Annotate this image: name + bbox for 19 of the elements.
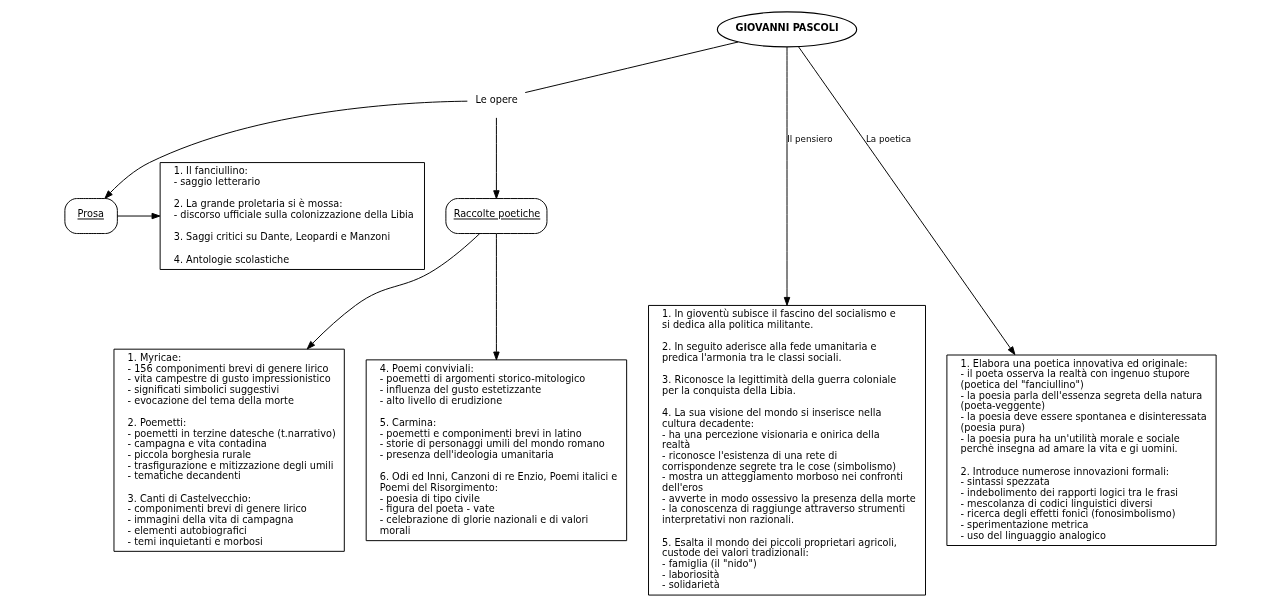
node-box: 1. In gioventù subisce il fascino del socialismo e si dedica alla politica militante. 2. In seguito aderisce alla fede umanitaria e predica l'armonia tra le classi sociali. 3. Riconosce la legittimità della guerra coloniale per la conquista della Libia. 4. La sua visione del mondo si inserisce nella cultura decadente: - ha una percezione visionaria e onirica della realtà - riconosce l'esistenza di una rete di corrispondenze segrete tra le cose (simbolismo) - mostra un atteggiamento morboso nei confronti dell'eros - avverte in modo ossessivo la presenza della morte - la conoscenza di raggiunge attraverso strumenti interpretativi non razionali. 5. Esalta il mondo dei piccoli proprietari agricoli, custode dei valori tradizionali: - famiglia (il "nido") - laboriosità - solidarietà xyxy=(647,304,926,596)
node-box: Prosa xyxy=(63,198,118,234)
node-text: Le opere xyxy=(475,93,518,105)
edge-label: Il pensiero xyxy=(786,134,833,145)
edge-label: La poetica xyxy=(865,134,911,145)
arrow xyxy=(116,212,160,220)
node-box: 1. Myricae: - 156 componimenti brevi di genere lirico - vita campestre di gusto impressionistico - significati simbolici suggestivi - evocazione del tema della morte 2. Poemetti: - poemetti in terzine datesche (t.narrativo) - campagna e vita contadina - piccola borghesia rurale - trasfigurazione e mitizzazione degli umili - tematiche decandenti 3. Canti di Castelvecchio: - componimenti brevi di genere lirico - immagini della vita di campagna - elementi autobiografici - temi inquietanti e morbosi xyxy=(113,348,345,552)
arrow xyxy=(492,117,500,199)
arrow xyxy=(492,233,500,361)
arrow xyxy=(103,100,468,199)
arrow xyxy=(797,46,1015,356)
node-box: 1. Elabora una poetica innovativa ed originale: - il poeta osserva la realtà con ingenuo stupore (poetica del "fanciullino") - la poesia parla dell'essenza segreta della natura (poeta-veggente) - la poesia deve essere spontanea e disinteressata (poesia pura) - la poesia pura ha un'utilità morale e sociale perchè insegna ad amare la vita e gi uomini. 2. Introduce numerose innovazioni formali: - sintassi spezzata - indebolimento dei rapporti logici tra le frasi - mescolanza di codici linguistici diversi - ricerca degli effetti fonici (fonosimbolismo) - sperimentazione metrica - uso del linguaggio analogico xyxy=(945,354,1217,546)
node-box: 4. Poemi conviviali: - poemetti di argomenti storico-mitologico - influenza del gusto estetizzante - alto livello di erudizione 5. Carmina: - poemetti e componimenti brevi in latino - storie di personaggi umili del mondo romano - presenza dell'ideologia umanitaria 6. Odi ed Inni, Canzoni di re Enzio, Poemi italici e Poemi del Risorgimento: - poesia di tipo civile - figura del poeta - vate - celebrazione di glorie nazionali e di valori morali xyxy=(365,359,627,542)
connector xyxy=(524,41,739,94)
arrow xyxy=(306,233,480,350)
arrow xyxy=(783,46,790,306)
node-ellipse: GIOVANNI PASCOLI xyxy=(716,11,857,48)
node-box: 1. Il fanciullino: - saggio letterario 2. La grande proletaria si è mossa: - discorso ufficiale sulla colonizzazione della Libia 3. Saggi critici su Dante, Leopardi e Manzoni 4. Antologie scolastiche xyxy=(159,162,425,270)
node-box: Raccolte poetiche xyxy=(444,198,547,234)
